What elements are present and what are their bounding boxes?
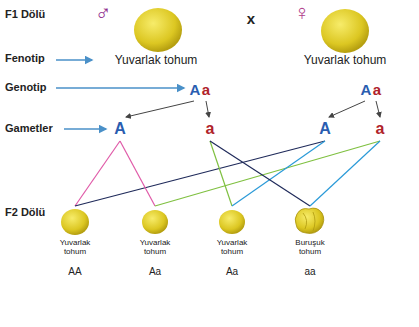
phenotype-text: Yuvarlak tohum	[52, 238, 98, 256]
phenotype-text: Yuvarlak tohum	[304, 54, 387, 68]
phenotype-text: Yuvarlak tohum	[209, 238, 255, 256]
allele-letter: a	[373, 81, 381, 98]
generation-label: F1 Dölü	[5, 8, 45, 21]
allele-letter: a	[202, 81, 210, 98]
genotype-text: AA	[68, 266, 81, 278]
allele-letter: A	[190, 81, 201, 98]
allele-letter: A	[361, 81, 372, 98]
row-label: Genotip	[5, 81, 47, 94]
phenotype-text: Buruşuk tohum	[287, 238, 333, 256]
genotype-text: Aa	[226, 266, 238, 278]
sex-symbol: ♀	[294, 0, 311, 25]
row-label: Gametler	[5, 122, 53, 135]
genotype-text: Aa	[149, 266, 161, 278]
generation-label: F2 Dölü	[5, 206, 45, 219]
genotype-text: aa	[304, 266, 315, 278]
phenotype-text: Yuvarlak tohum	[115, 54, 198, 68]
row-label: Fenotip	[5, 52, 45, 65]
gamete-letter: A	[114, 120, 126, 138]
phenotype-text: Yuvarlak tohum	[132, 238, 178, 256]
cross-sign: x	[247, 10, 255, 27]
gamete-letter: A	[319, 120, 331, 138]
sex-symbol: ♂	[95, 0, 112, 25]
gamete-letter: a	[376, 120, 385, 138]
gamete-letter: a	[206, 120, 215, 138]
